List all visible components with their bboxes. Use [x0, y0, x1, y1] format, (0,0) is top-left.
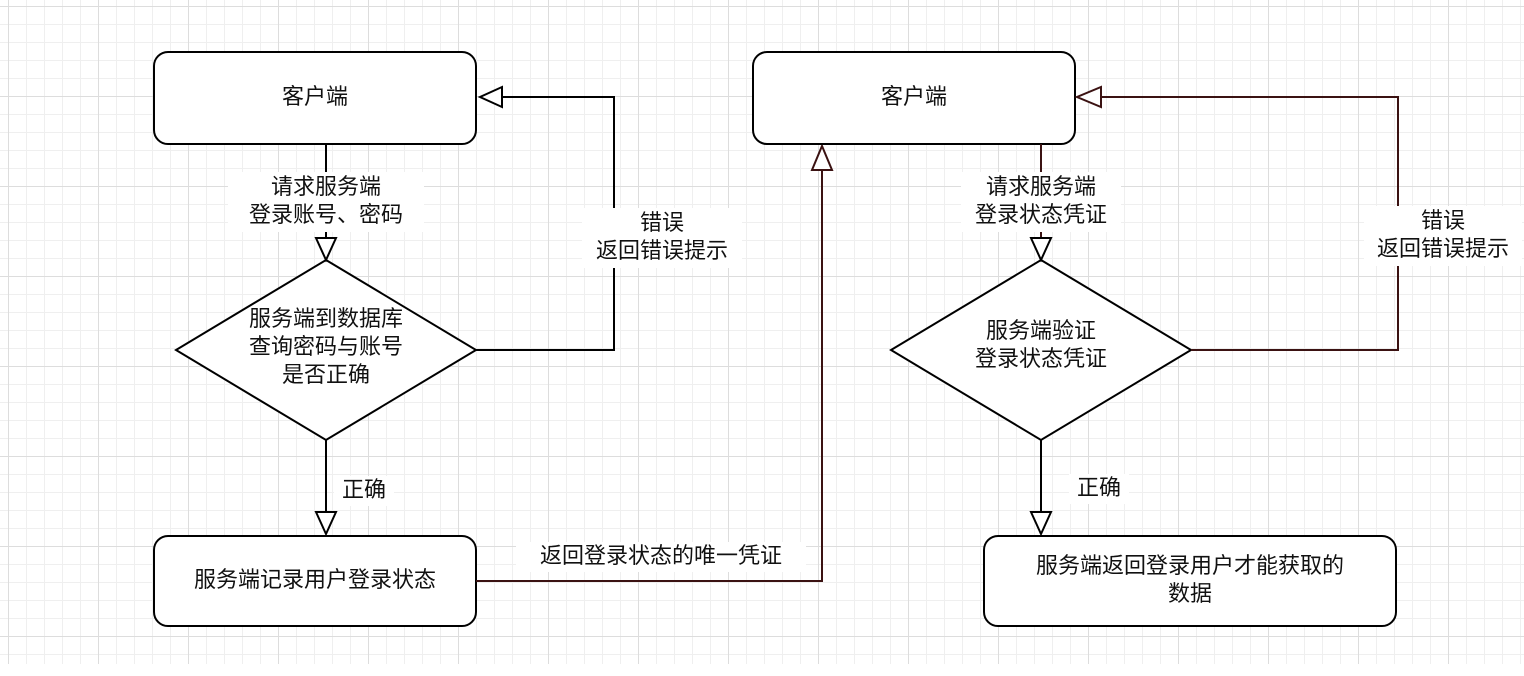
right-correct-label: 正确: [1069, 474, 1129, 504]
right-client-box[interactable]: [752, 51, 1076, 145]
return-token-arrowhead: [810, 143, 834, 171]
right-error-edge: [1101, 96, 1399, 351]
left-correct-label: 正确: [334, 476, 394, 506]
left-client-label: 客户端: [281, 85, 348, 110]
right-error-arrowhead: [1074, 85, 1102, 109]
left-request-arrowhead: [314, 237, 338, 263]
left-record-label: 服务端记录用户登录状态: [193, 568, 436, 593]
right-request-arrowhead: [1029, 237, 1053, 263]
right-data-label: 服务端返回登录用户才能获取的 数据: [1035, 554, 1344, 607]
return-token-label: 返回登录状态的唯一凭证: [516, 542, 806, 572]
left-error-label: 错误 返回错误提示: [582, 208, 742, 268]
right-verify-label: 服务端验证 登录状态凭证: [974, 319, 1107, 372]
return-token-edge: [476, 170, 823, 582]
left-check-label: 服务端到数据库 查询密码与账号 是否正确: [248, 307, 403, 388]
left-correct-arrowhead: [314, 511, 338, 537]
right-data-box[interactable]: [983, 535, 1397, 627]
right-request-label: 请求服务端 登录状态凭证: [961, 172, 1121, 232]
right-correct-arrowhead: [1029, 511, 1053, 537]
right-error-label: 错误 返回错误提示: [1364, 206, 1522, 266]
left-request-label: 请求服务端 登录账号、密码: [228, 172, 424, 232]
left-error-arrowhead: [477, 85, 503, 109]
left-client-box[interactable]: [153, 51, 477, 145]
right-client-label: 客户端: [880, 85, 947, 110]
